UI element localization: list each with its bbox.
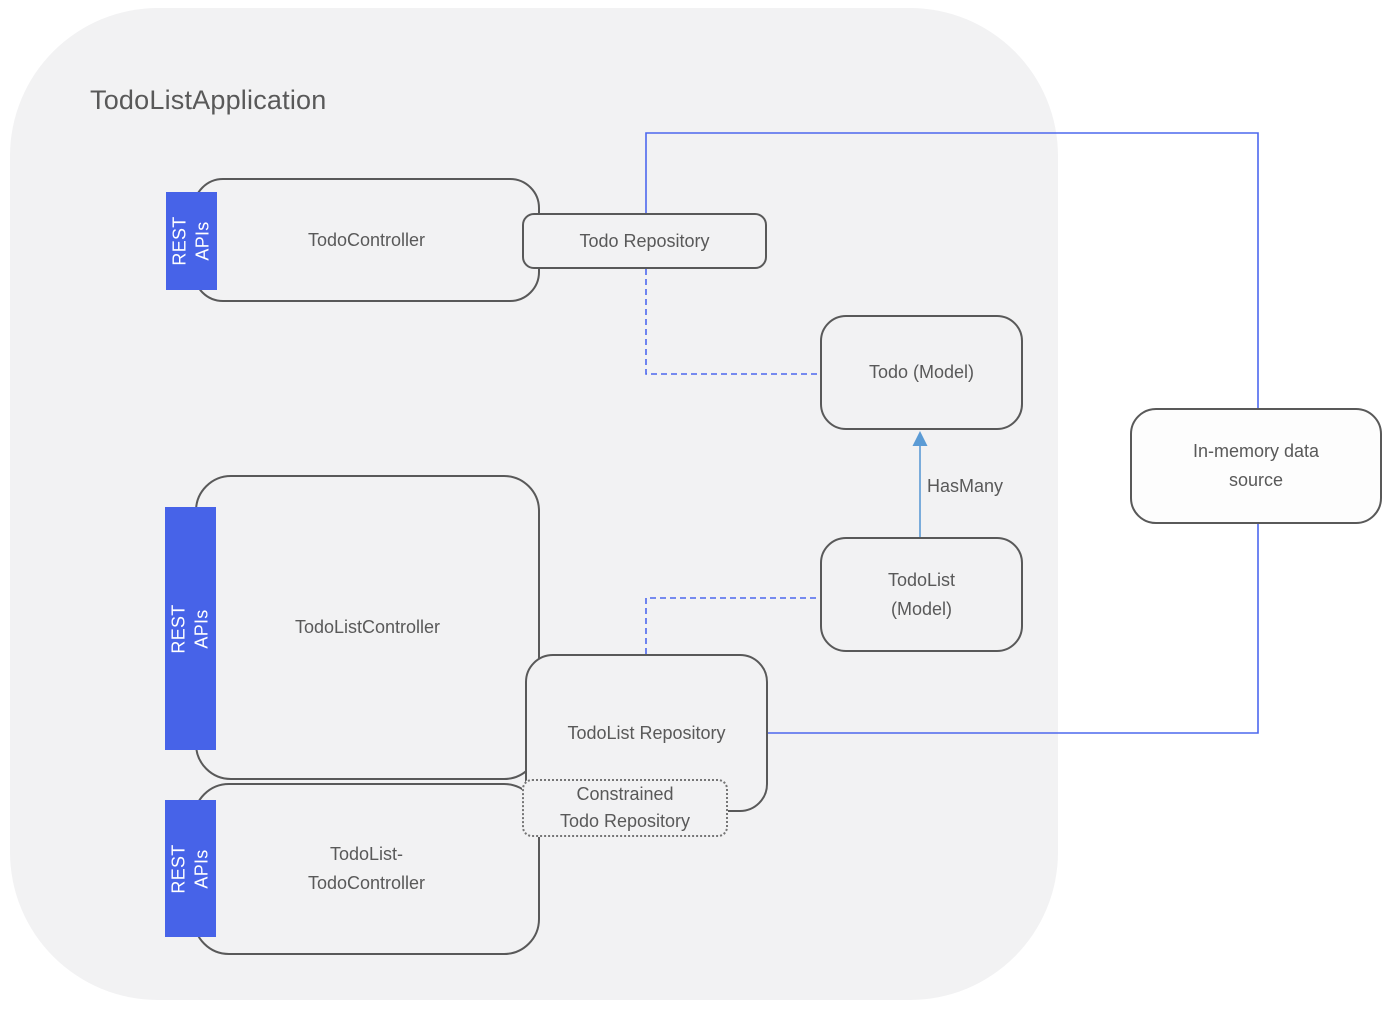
rest-apis-badge-todo-controller: REST APIs: [166, 192, 217, 290]
node-todolist-repository-label: TodoList Repository: [567, 722, 726, 743]
node-todolist-model-label: TodoList (Model): [887, 569, 956, 619]
rest-apis-badge-label: REST APIs: [168, 843, 212, 894]
rest-apis-badge-label: REST APIs: [168, 603, 212, 654]
rest-apis-badge-todolist-controller: REST APIs: [165, 507, 216, 750]
node-todo-repository: Todo Repository: [522, 213, 767, 269]
connector-todolistrepo-todolistmodel: [645, 597, 820, 654]
rest-apis-badge-label: REST APIs: [169, 216, 213, 266]
node-todo-model: Todo (Model): [820, 315, 1023, 430]
node-constrained-todo-repository: Constrained Todo Repository: [522, 779, 728, 837]
diagram-title: TodoListApplication: [90, 85, 327, 115]
node-todo-repository-label: Todo Repository: [579, 230, 710, 251]
node-todo-controller-label: TodoController: [307, 229, 426, 250]
node-todolist-controller-label: TodoListController: [294, 617, 441, 637]
rest-apis-badge-todolist-todo-controller: REST APIs: [165, 800, 216, 937]
node-todo-controller: TodoController: [193, 178, 540, 302]
node-todo-model-label: Todo (Model): [868, 362, 975, 382]
node-todolist-todo-controller-label: TodoList- TodoController: [307, 844, 426, 893]
hasmany-arrowhead-icon: [912, 431, 928, 446]
node-constrained-todo-repository-label: Constrained Todo Repository: [559, 784, 691, 831]
connector-repositories-datasource: [645, 132, 1259, 734]
connector-todorepo-todomodel: [645, 269, 820, 375]
hasmany-edge-label: HasMany: [927, 476, 1004, 496]
node-in-memory-data-source: In-memory data source: [1130, 408, 1382, 524]
node-todolist-controller: TodoListController: [195, 475, 540, 780]
node-in-memory-data-source-label: In-memory data source: [1192, 441, 1320, 490]
node-todolist-model: TodoList (Model): [820, 537, 1023, 652]
node-todolist-todo-controller: TodoList- TodoController: [193, 783, 540, 955]
